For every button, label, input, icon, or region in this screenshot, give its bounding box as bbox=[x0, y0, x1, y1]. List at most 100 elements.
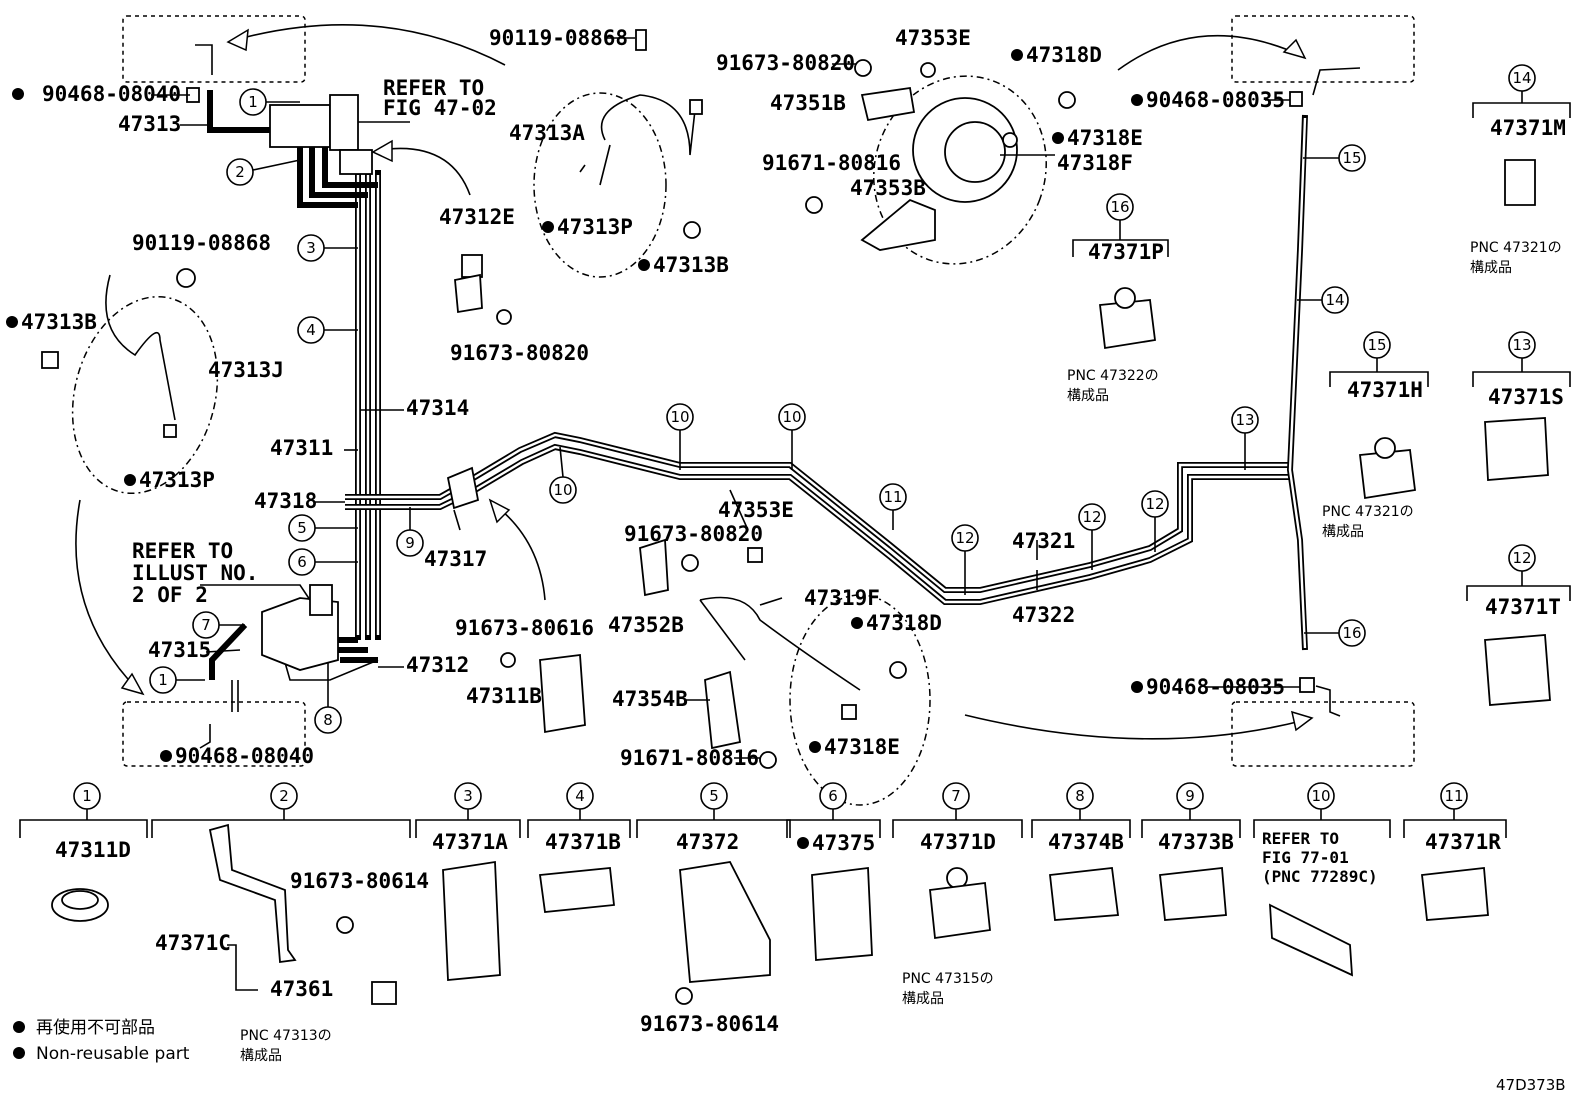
svg-text:1: 1 bbox=[82, 787, 92, 805]
label-refer-fig-77-01-l2: FIG 77-01 bbox=[1262, 848, 1349, 867]
callout-4: 4 bbox=[297, 316, 325, 344]
callout-2: 2 bbox=[226, 158, 254, 186]
label-47315: 47315 bbox=[148, 638, 211, 662]
label-refer-to-fig-47-02-l2: FIG 47-02 bbox=[383, 96, 497, 120]
label-refer-illust-l3: 2 OF 2 bbox=[132, 583, 208, 607]
label-47371T: 47371T bbox=[1485, 595, 1561, 619]
label-91673-80614-b5: 91673-80614 bbox=[640, 1012, 779, 1036]
label-47311B: 47311B bbox=[466, 684, 542, 708]
label-47318: 47318 bbox=[254, 489, 317, 513]
label-47313P-left: 47313P bbox=[139, 468, 215, 492]
clip-47375 bbox=[811, 866, 873, 961]
label-47317: 47317 bbox=[424, 547, 487, 571]
arrow-to-top-right-box bbox=[1117, 35, 1301, 71]
svg-text:12: 12 bbox=[1082, 508, 1101, 526]
clip-47371B bbox=[538, 867, 615, 913]
label-90468-08035-bot: 90468-08035 bbox=[1146, 675, 1285, 699]
callout-14-clip: 14 bbox=[1508, 64, 1536, 92]
svg-text:14: 14 bbox=[1325, 291, 1344, 309]
clip-groups-right: 47371P PNC 47322の 構成品 47371M PNC 47321の … bbox=[1067, 91, 1571, 619]
svg-text:10: 10 bbox=[1311, 787, 1330, 805]
legend: 再使用不可部品 Non-reusable part bbox=[13, 1017, 190, 1064]
bottom-row-parts: 1 47311D 2 91673-80614 47371C 47361 PNC … bbox=[19, 782, 1507, 1064]
label-refer-illust-l1: REFER TO bbox=[132, 539, 233, 563]
detail-ellipse-hose-right bbox=[873, 75, 1047, 265]
note-pnc-47313-l2: 構成品 bbox=[240, 1048, 282, 1064]
svg-text:13: 13 bbox=[1512, 336, 1531, 354]
legend-non-reusable-ja: 再使用不可部品 bbox=[36, 1017, 155, 1038]
brake-pipes bbox=[207, 90, 1308, 681]
callout-9: 9 bbox=[396, 529, 424, 557]
callout-11-main: 11 bbox=[879, 483, 907, 511]
component-sketches bbox=[41, 29, 1551, 769]
callout-5: 5 bbox=[288, 514, 316, 542]
label-47371R: 47371R bbox=[1425, 830, 1501, 854]
label-47318F: 47318F bbox=[1057, 151, 1133, 175]
legend-bullet-1 bbox=[13, 1021, 25, 1033]
label-refer-to-fig-47-02-l1: REFER TO bbox=[383, 76, 484, 100]
label-90119-08868-top: 90119-08868 bbox=[489, 26, 628, 50]
part-labels: 90468-08040 47313 REFER TO FIG 47-02 901… bbox=[6, 26, 1285, 770]
master-cylinder-body bbox=[269, 104, 331, 148]
label-47371S: 47371S bbox=[1488, 385, 1564, 409]
note-pnc-47313-l1: PNC 47313の bbox=[240, 1028, 332, 1044]
label-91673-80820-top: 91673-80820 bbox=[716, 51, 855, 75]
note-pnc-47321-a-l2: 構成品 bbox=[1470, 260, 1512, 276]
arrow-to-top-left-box bbox=[234, 24, 506, 66]
label-47353E-low: 47353E bbox=[718, 498, 794, 522]
callout-12-b: 12 bbox=[1078, 503, 1106, 531]
label-47354B: 47354B bbox=[612, 687, 688, 711]
svg-text:9: 9 bbox=[405, 534, 415, 552]
callout-13-clip: 13 bbox=[1508, 331, 1536, 359]
label-47321: 47321 bbox=[1012, 529, 1075, 553]
label-91671-80816-low: 91671-80816 bbox=[620, 746, 759, 770]
label-90468-08035-top: 90468-08035 bbox=[1146, 88, 1285, 112]
label-47371B: 47371B bbox=[545, 830, 621, 854]
label-47312E: 47312E bbox=[439, 205, 515, 229]
label-47371D: 47371D bbox=[920, 830, 996, 854]
label-47313B-top: 47313B bbox=[653, 253, 729, 277]
label-47372: 47372 bbox=[676, 830, 739, 854]
callout-16-main: 16 bbox=[1338, 619, 1366, 647]
svg-text:3: 3 bbox=[306, 239, 316, 257]
arrow-to-bottom-left-box bbox=[75, 499, 139, 691]
label-47318E-top: 47318E bbox=[1067, 126, 1143, 150]
svg-text:5: 5 bbox=[709, 787, 719, 805]
svg-text:10: 10 bbox=[553, 481, 572, 499]
label-47371H: 47371H bbox=[1347, 378, 1423, 402]
figure-code: 47D373B bbox=[1496, 1076, 1566, 1094]
svg-text:3: 3 bbox=[463, 787, 473, 805]
label-47314: 47314 bbox=[406, 396, 469, 420]
label-47353E-top: 47353E bbox=[895, 26, 971, 50]
label-refer-fig-77-01-l3: (PNC 77289C) bbox=[1262, 867, 1378, 886]
label-47313J: 47313J bbox=[208, 358, 284, 382]
svg-text:12: 12 bbox=[955, 529, 974, 547]
clip-47371T bbox=[1484, 634, 1551, 706]
callout-12-c: 12 bbox=[1141, 490, 1169, 518]
master-cylinder-cap bbox=[329, 94, 359, 151]
callout-12-clip: 12 bbox=[1508, 544, 1536, 572]
callout-3: 3 bbox=[297, 234, 325, 262]
svg-text:5: 5 bbox=[297, 519, 307, 537]
callout-1-bottom: 1 bbox=[149, 666, 177, 694]
note-pnc-47315-l2: 構成品 bbox=[902, 991, 944, 1007]
callout-8: 8 bbox=[314, 706, 342, 734]
callout-14-main: 14 bbox=[1321, 286, 1349, 314]
callout-10-b: 10 bbox=[666, 403, 694, 431]
callout-16-clip: 16 bbox=[1106, 193, 1134, 221]
label-91673-80820-low: 91673-80820 bbox=[624, 522, 763, 546]
label-47313A: 47313A bbox=[509, 121, 585, 145]
label-91673-80614-b2: 91673-80614 bbox=[290, 869, 429, 893]
label-47353B: 47353B bbox=[850, 176, 926, 200]
svg-text:10: 10 bbox=[782, 408, 801, 426]
callout-13-main: 13 bbox=[1231, 406, 1259, 434]
arrows bbox=[75, 24, 1314, 740]
label-47373B: 47373B bbox=[1158, 830, 1234, 854]
clip-47374B bbox=[1049, 867, 1120, 921]
callout-7: 7 bbox=[192, 611, 220, 639]
callout-6: 6 bbox=[288, 548, 316, 576]
svg-text:7: 7 bbox=[951, 787, 961, 805]
label-47313P-top: 47313P bbox=[557, 215, 633, 239]
abs-actuator bbox=[261, 597, 339, 671]
